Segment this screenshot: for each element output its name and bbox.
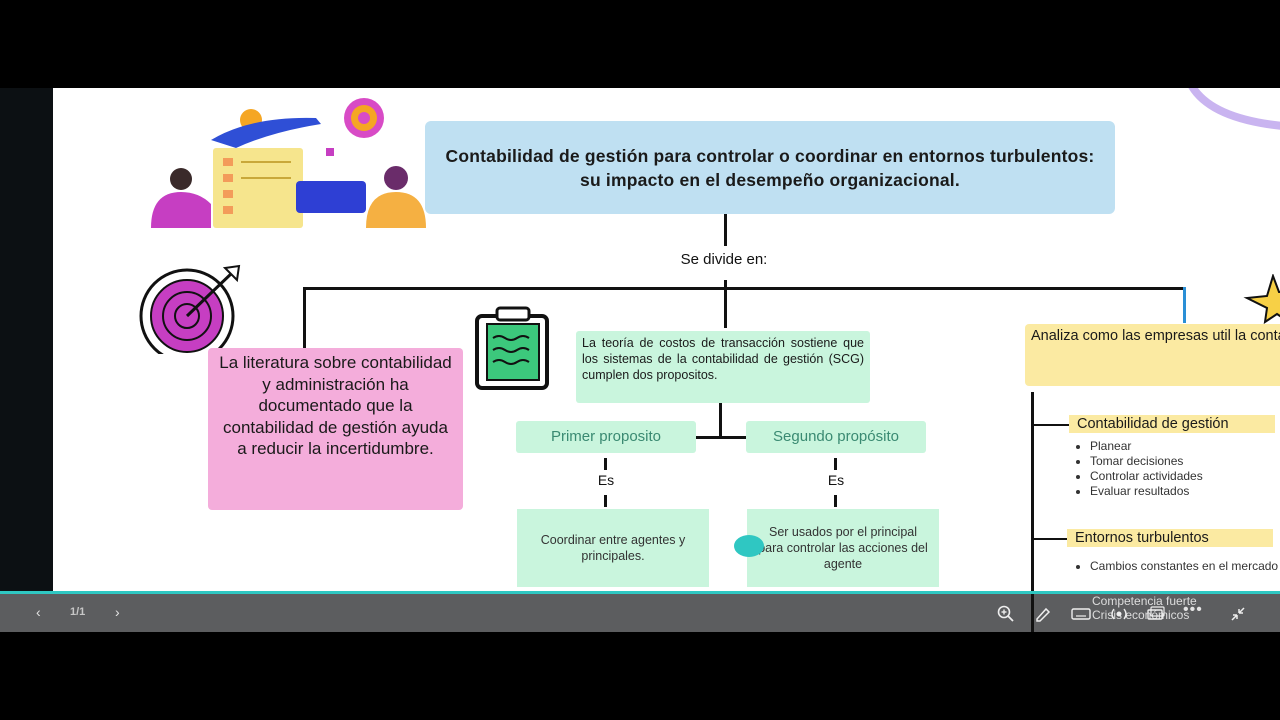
clipboard-icon	[475, 306, 549, 390]
literature-box: La literatura sobre contabilidad y admin…	[208, 348, 463, 510]
list-item: Cambios constantes en el mercado	[1090, 559, 1280, 574]
purpose1-label: Primer proposito	[516, 421, 696, 453]
section-label-cg: Contabilidad de gestión	[1069, 415, 1275, 433]
list-item-overlay: Competencia fuerte	[1092, 594, 1197, 608]
connector-line	[834, 458, 837, 470]
list-item: Planear	[1090, 439, 1280, 454]
next-icon[interactable]: ›	[115, 604, 120, 620]
screens-icon[interactable]	[1146, 605, 1166, 623]
section-label-et: Entornos turbulentos	[1067, 529, 1273, 547]
broadcast-icon[interactable]	[1109, 605, 1129, 623]
connector-line	[604, 495, 607, 507]
decorative-ring	[1188, 88, 1280, 130]
page-indicator: 1/1	[70, 606, 86, 618]
purpose2-label: Segundo propósito	[746, 421, 926, 453]
connector-line	[1031, 424, 1069, 426]
viewer-toolbar: ‹ 1/1 › Competencia fuerte Crisis económ…	[0, 591, 1280, 632]
collapse-icon[interactable]	[1230, 606, 1246, 622]
connector-line	[1183, 287, 1186, 323]
right-intro-box: Analiza como las empresas util la contab…	[1025, 324, 1280, 386]
purpose1-result: Coordinar entre agentes y principales.	[517, 509, 709, 587]
et-list: Cambios constantes en el mercado	[1069, 559, 1280, 574]
connector-line	[724, 280, 727, 328]
zoom-icon[interactable]	[997, 605, 1015, 623]
slide-canvas: Contabilidad de gestión para controlar o…	[53, 88, 1280, 592]
star-icon	[1243, 274, 1280, 324]
keyboard-icon[interactable]	[1071, 606, 1091, 622]
list-item-overlay: Crisis económicos	[1092, 608, 1190, 622]
target-icon	[139, 264, 241, 354]
horizontal-connector	[303, 287, 1185, 290]
cg-list: Planear Tomar decisiones Controlar activ…	[1069, 439, 1280, 499]
connector-line	[696, 436, 746, 439]
theory-box: La teoría de costos de transacción sosti…	[576, 331, 870, 403]
team-illustration	[151, 98, 426, 228]
pen-icon[interactable]	[1034, 605, 1052, 623]
connector-line	[719, 403, 722, 438]
pointer-dot	[734, 535, 764, 557]
prev-icon[interactable]: ‹	[36, 604, 41, 620]
vertical-connector	[1031, 392, 1034, 592]
vertical-connector	[1031, 594, 1034, 632]
purpose2-result: Ser usados por el principal para control…	[747, 509, 939, 587]
connector-line	[1031, 538, 1069, 540]
connector-line	[724, 214, 727, 246]
divide-label: Se divide en:	[680, 251, 768, 268]
connector-line	[303, 287, 306, 349]
connector-line	[834, 495, 837, 507]
more-icon[interactable]: •••	[1183, 601, 1203, 618]
left-dark-strip	[0, 88, 53, 632]
list-item: Tomar decisiones	[1090, 454, 1280, 469]
connector-line	[604, 458, 607, 470]
list-item: Controlar actividades	[1090, 469, 1280, 484]
es-label: Es	[827, 472, 845, 488]
es-label: Es	[597, 472, 615, 488]
list-item: Evaluar resultados	[1090, 484, 1280, 499]
page-title: Contabilidad de gestión para controlar o…	[425, 121, 1115, 214]
